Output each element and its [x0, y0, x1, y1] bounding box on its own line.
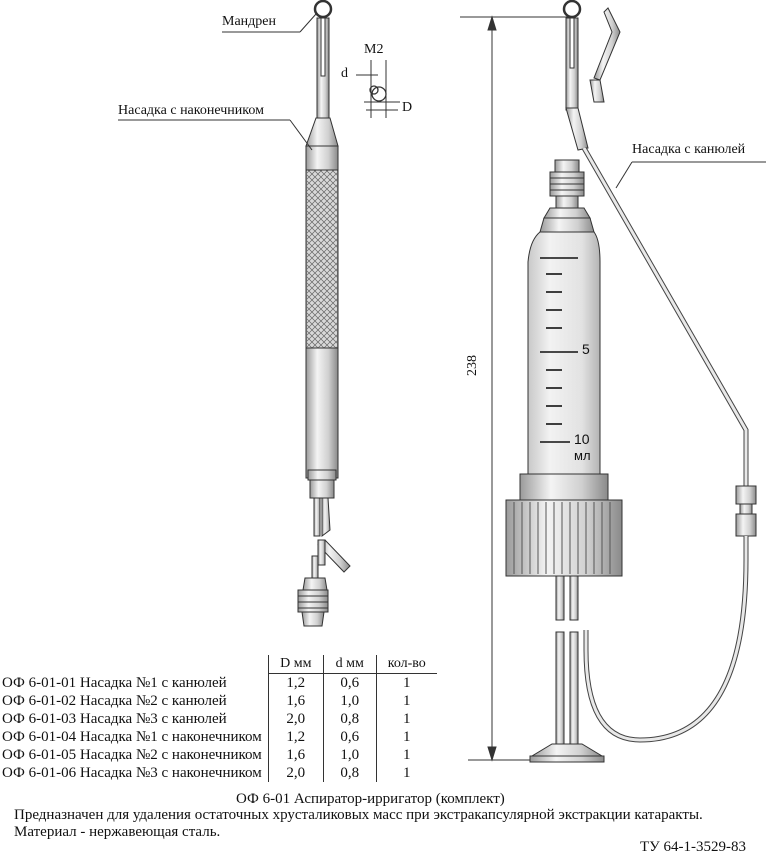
- row-d: 1,0: [322, 692, 377, 710]
- row-D: 1,2: [267, 728, 324, 746]
- mandrel-ring: [313, 0, 333, 19]
- d-label: d: [341, 66, 348, 81]
- table-row: ОФ 6-01-02 Насадка №2 с канюлей 1,6 1,0 …: [0, 692, 437, 710]
- caption-material: Материал - нержавеющая сталь.: [14, 824, 221, 840]
- row-name: ОФ 6-01-01 Насадка №1 с канюлей: [2, 674, 227, 691]
- table-row: ОФ 6-01-04 Насадка №1 с наконечником 1,2…: [0, 728, 437, 746]
- row-qty: 1: [375, 673, 437, 692]
- scale-5-label: 5: [582, 341, 590, 357]
- row-D: 1,6: [267, 746, 324, 764]
- header-D: D мм: [267, 655, 324, 674]
- row-qty: 1: [375, 746, 437, 764]
- spec-table: D мм d мм кол-во ОФ 6-01-01 Насадка №1 с…: [0, 655, 437, 782]
- row-d: 1,0: [322, 746, 377, 764]
- mandrel-label: Мандрен: [222, 14, 276, 29]
- row-qty: 1: [375, 710, 437, 728]
- syringe-cap: [505, 499, 623, 577]
- row-D: 2,0: [267, 710, 324, 728]
- row-name: ОФ 6-01-03 Насадка №3 с канюлей: [2, 711, 227, 727]
- caption-title: ОФ 6-01 Аспиратор-ирригатор (комплект): [236, 791, 505, 807]
- table-row: ОФ 6-01-03 Насадка №3 с канюлей 2,0 0,8 …: [0, 710, 437, 728]
- header-name: [0, 655, 268, 674]
- table-row: ОФ 6-01-05 Насадка №2 с наконечником 1,6…: [0, 746, 437, 764]
- row-d: 0,6: [322, 673, 377, 692]
- row-qty: 1: [375, 692, 437, 710]
- unit-ml-label: мл: [574, 448, 591, 463]
- thread-label: M2: [364, 42, 384, 57]
- dimension-238: [460, 15, 572, 762]
- row-name: ОФ 6-01-02 Насадка №2 с канюлей: [2, 693, 227, 709]
- row-qty: 1: [375, 764, 437, 782]
- row-D: 1,2: [267, 673, 324, 692]
- thread-detail: [356, 60, 400, 118]
- header-d: d мм: [322, 655, 377, 674]
- cannula-nozzle-label: Насадка с канюлей: [632, 142, 746, 157]
- syringe-assembly: [505, 0, 757, 763]
- knurled-grip: [307, 170, 337, 348]
- length-label: 238: [465, 355, 480, 376]
- scale-10-label: 10: [574, 431, 590, 447]
- tip-nozzle-label: Насадка с наконечником: [118, 103, 264, 118]
- header-qty: кол-во: [375, 655, 437, 674]
- row-name: ОФ 6-01-05 Насадка №2 с наконечником: [2, 747, 262, 763]
- syringe-scale: [540, 257, 578, 443]
- caption-standard: ТУ 64-1-3529-83: [640, 839, 747, 855]
- table-row: ОФ 6-01-01 Насадка №1 с канюлей 1,2 0,6 …: [0, 673, 437, 692]
- row-D: 2,0: [267, 764, 324, 782]
- caption-purpose: Предназначен для удаления остаточных хру…: [14, 807, 703, 823]
- handle-instrument: [297, 0, 351, 627]
- row-d: 0,8: [322, 764, 377, 782]
- table-row: ОФ 6-01-06 Насадка №3 с наконечником 2,0…: [0, 764, 437, 782]
- row-D: 1,6: [267, 692, 324, 710]
- row-qty: 1: [375, 728, 437, 746]
- row-name: ОФ 6-01-04 Насадка №1 с наконечником: [2, 729, 262, 745]
- row-name: ОФ 6-01-06 Насадка №3 с наконечником: [2, 765, 262, 781]
- D-label: D: [402, 100, 413, 115]
- row-d: 0,8: [322, 710, 377, 728]
- row-d: 0,6: [322, 728, 377, 746]
- spec-table-header: D мм d мм кол-во: [0, 655, 437, 674]
